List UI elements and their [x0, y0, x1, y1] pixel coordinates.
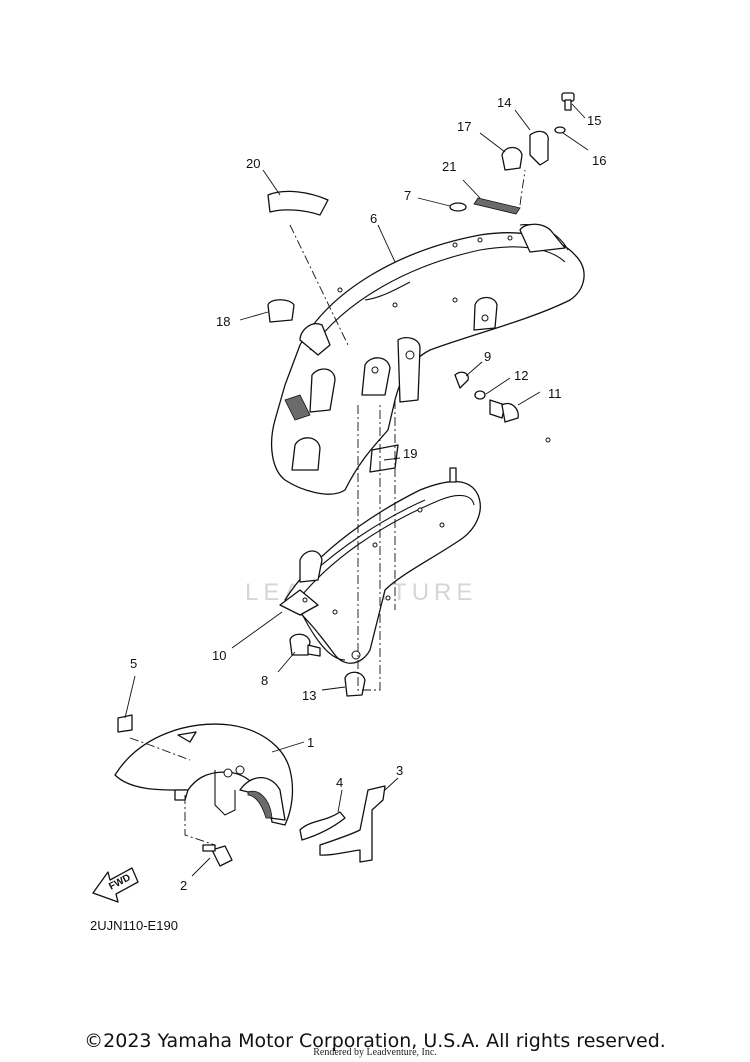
label-7: 7 [404, 188, 411, 203]
washer-16 [554, 126, 566, 134]
copyright-text: ©2023 Yamaha Motor Corporation, U.S.A. A… [84, 1030, 666, 1052]
bracket-4 [299, 811, 346, 841]
label-5: 5 [130, 656, 137, 671]
emblem-21 [473, 197, 521, 215]
front-fender [114, 723, 294, 826]
label-16: 16 [592, 153, 606, 168]
label-19: 19 [403, 446, 417, 461]
sticker-20 [267, 190, 329, 216]
bracket-3 [319, 785, 386, 863]
nut-17 [501, 146, 523, 171]
rear-fender [270, 223, 585, 495]
label-2: 2 [180, 878, 187, 893]
stud [449, 467, 457, 483]
washer-7 [449, 202, 467, 212]
label-18: 18 [216, 314, 230, 329]
bracket-14 [529, 130, 549, 166]
label-1: 1 [307, 735, 314, 750]
inner-fender [279, 480, 481, 664]
fwd-arrow-icon: FWD [92, 867, 139, 903]
bolt-8 [289, 633, 321, 657]
clip-9 [454, 371, 469, 389]
rendered-by-text: Rendered by Leadventure, Inc. [313, 1047, 437, 1058]
label-21: 21 [442, 159, 456, 174]
nut-5 [117, 714, 133, 733]
label-6: 6 [370, 211, 377, 226]
diagram-code: 2UJN110-E190 [90, 918, 178, 933]
label-11: 11 [548, 386, 562, 401]
label-14: 14 [497, 95, 511, 110]
nut-13 [344, 671, 366, 697]
grommet-18 [267, 299, 295, 323]
bolt-2 [202, 844, 233, 867]
label-4: 4 [336, 775, 343, 790]
label-20: 20 [246, 156, 260, 171]
label-12: 12 [514, 368, 528, 383]
washer-12 [474, 390, 486, 400]
label-13: 13 [302, 688, 316, 703]
label-15: 15 [587, 113, 601, 128]
label-3: 3 [396, 763, 403, 778]
label-17: 17 [457, 119, 471, 134]
label-8: 8 [261, 673, 268, 688]
label-9: 9 [484, 349, 491, 364]
bolt-15 [561, 92, 575, 111]
label-10: 10 [212, 648, 226, 663]
bolt-11 [489, 399, 519, 423]
